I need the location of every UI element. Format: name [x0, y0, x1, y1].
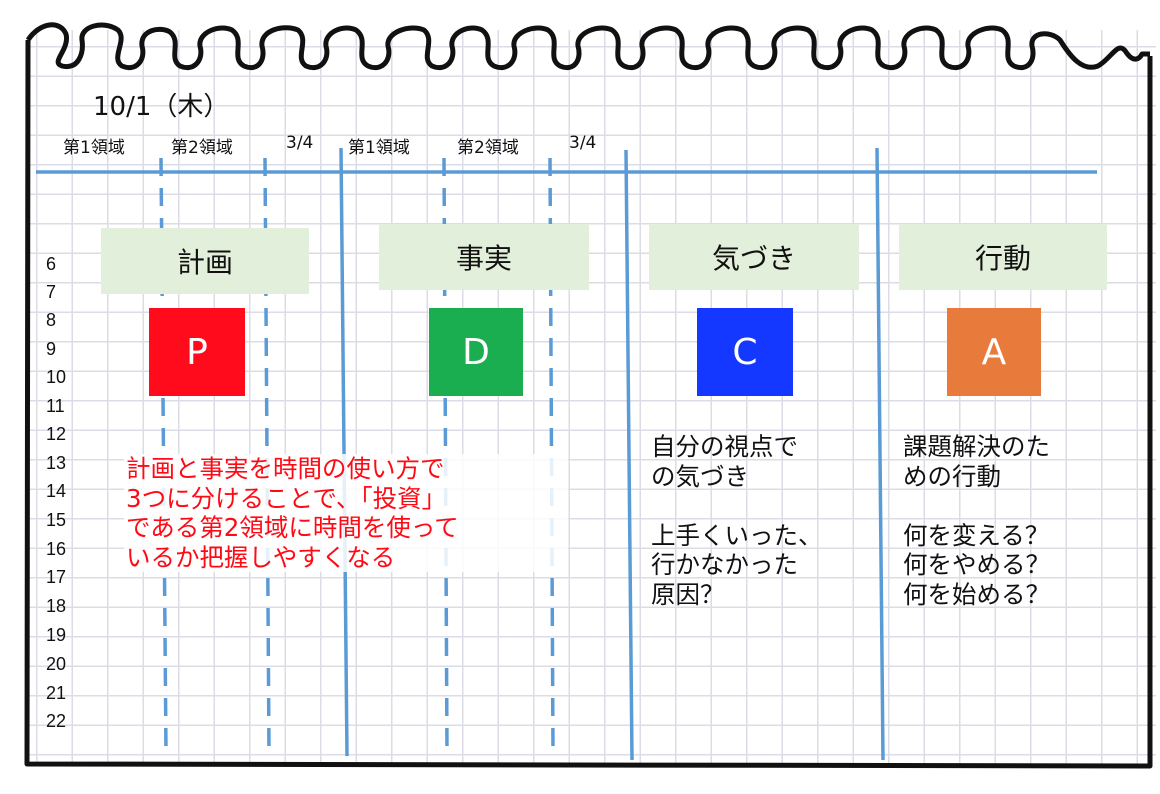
- hour-label: 8: [46, 310, 57, 330]
- section-label-plan: 計画: [101, 228, 309, 294]
- hour-label: 15: [46, 510, 67, 530]
- hour-label: 6: [46, 254, 57, 274]
- hour-label: 18: [46, 596, 67, 616]
- note-line: いるか把握しやすくなる: [126, 542, 396, 572]
- hour-label: 16: [46, 539, 67, 559]
- plan-do-explanation: 計画と事実を時間の使い方で 3つに分けることで、「投資」 である第2領域に時間を…: [124, 454, 568, 572]
- act-description: 課題解決のた めの行動 何を変える？ 何をやめる？ 何を始める？: [903, 432, 1050, 609]
- pdca-badge-c: C: [697, 308, 793, 396]
- header-quadrant-2-do: 第2領域: [457, 138, 519, 158]
- hour-label: 17: [46, 567, 67, 587]
- pdca-badge-p: P: [149, 308, 245, 396]
- hour-label: 14: [46, 481, 67, 501]
- check-description: 自分の視点で の気づき 上手くいった、 行かなかった 原因？: [651, 432, 823, 609]
- hour-label: 11: [46, 396, 65, 416]
- note-line: 計画と事実を時間の使い方で: [126, 454, 445, 483]
- section-label-do: 事実: [379, 224, 589, 290]
- header-quadrant-2-plan: 第2領域: [171, 138, 233, 158]
- note-line: である第2領域に時間を使って: [126, 513, 459, 542]
- hour-label: 12: [46, 424, 67, 444]
- hour-label: 7: [46, 282, 57, 302]
- header-quadrant-34-do: 3/4: [569, 133, 597, 153]
- section-label-act: 行動: [899, 224, 1107, 290]
- pdca-badge-a: A: [947, 308, 1041, 396]
- hour-label: 9: [46, 339, 57, 359]
- hour-label: 22: [46, 711, 67, 731]
- section-label-check: 気づき: [649, 224, 859, 290]
- date-label: 10/1（木）: [93, 92, 230, 122]
- hour-label: 13: [46, 453, 67, 473]
- header-quadrant-34-plan: 3/4: [286, 133, 314, 153]
- hour-label: 21: [46, 683, 67, 703]
- note-line: 3つに分けることで、「投資」: [126, 483, 447, 513]
- pdca-badge-d: D: [429, 308, 523, 396]
- header-quadrant-1-do: 第1領域: [348, 138, 410, 158]
- hour-label: 10: [46, 367, 67, 387]
- hour-label: 20: [46, 654, 67, 674]
- hour-label: 19: [46, 625, 67, 645]
- header-quadrant-1-plan: 第1領域: [63, 138, 125, 158]
